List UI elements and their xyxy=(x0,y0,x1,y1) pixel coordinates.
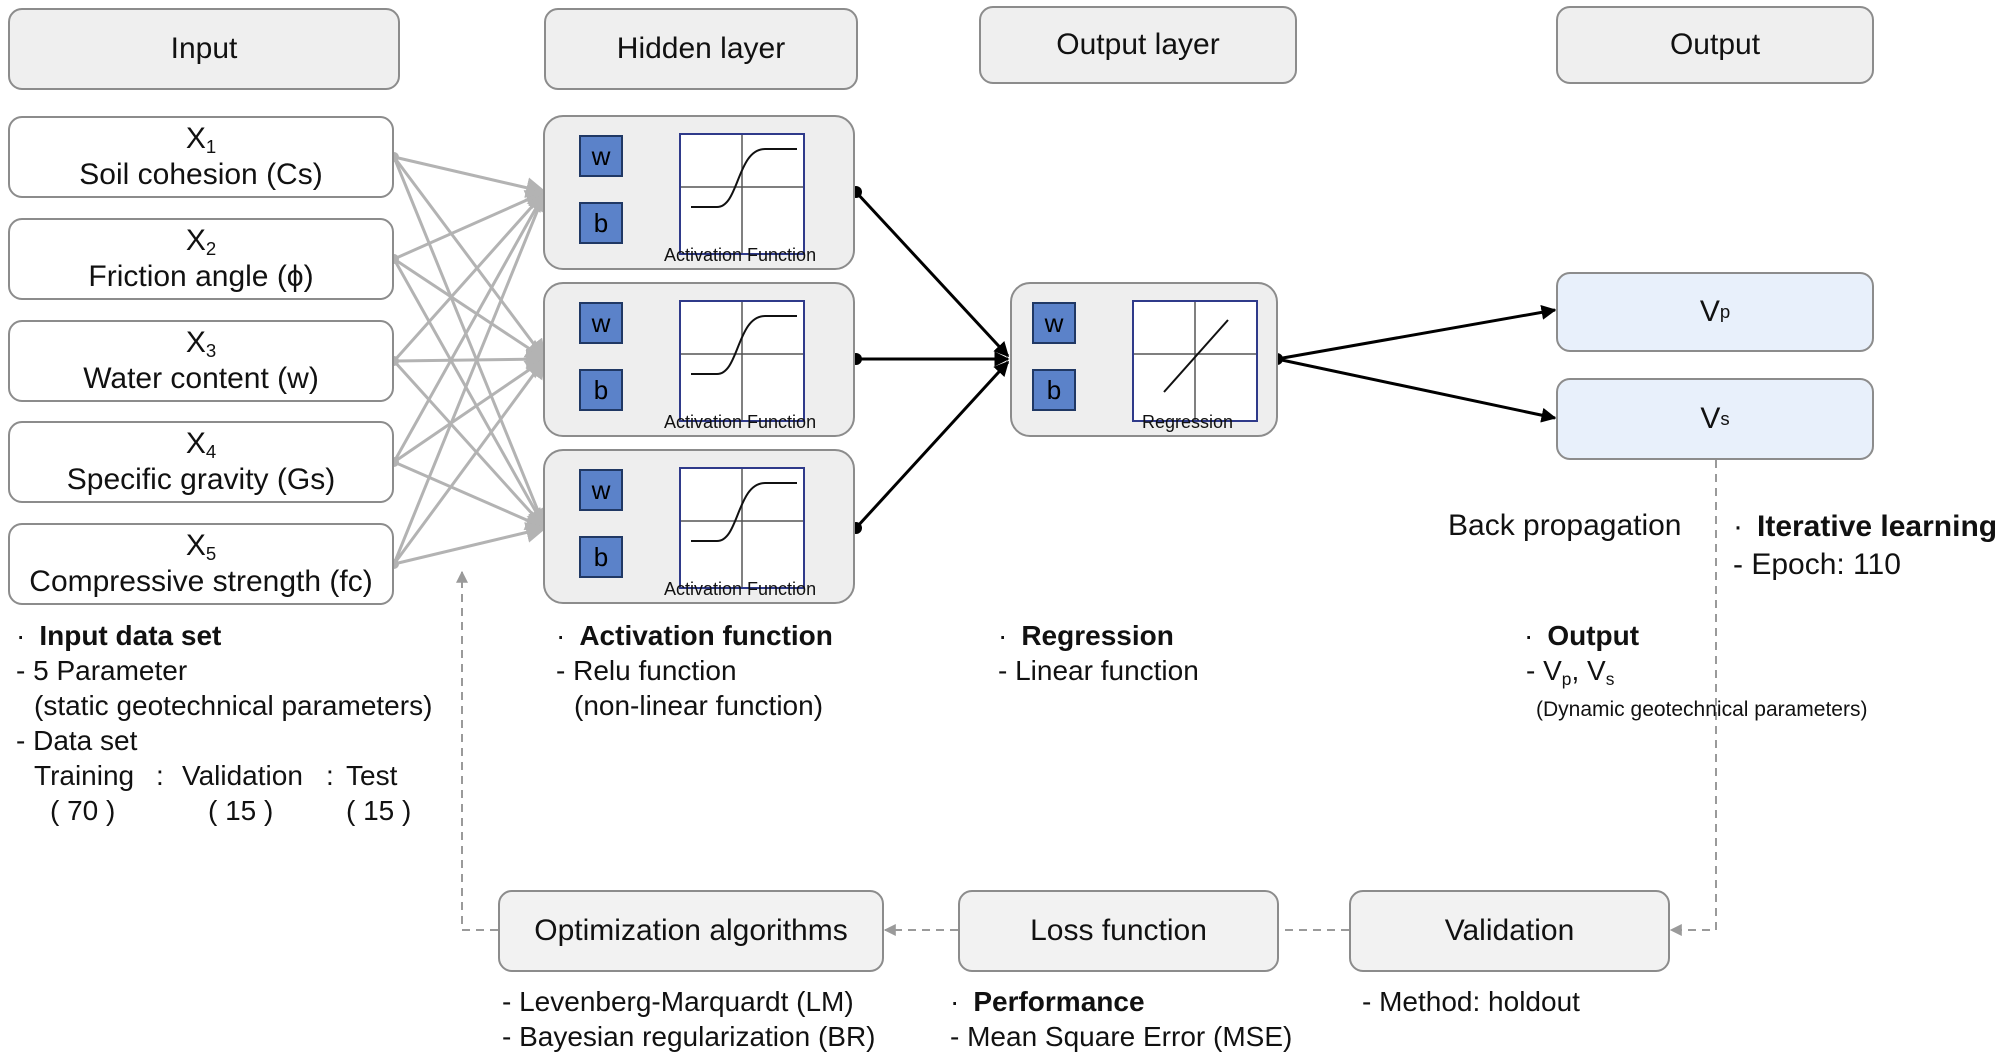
activation-caption: Activation Function xyxy=(664,245,817,265)
sigmoid-curve-icon xyxy=(681,469,803,587)
activation-caption: Activation Function xyxy=(664,579,817,599)
weight-box: w xyxy=(579,469,623,511)
input-connection xyxy=(392,190,547,362)
output-title: Output xyxy=(1547,620,1640,651)
validation-box: Validation xyxy=(1349,890,1670,972)
input-x4: X4 Specific gravity (Gs) xyxy=(8,421,394,503)
input-connection xyxy=(392,156,547,361)
regression-title: Regression xyxy=(1021,620,1174,651)
output-notes: ·Output - Vp, Vs (Dynamic geotechnical p… xyxy=(1524,620,1868,721)
hidden-neuron-3: w b Activation Function xyxy=(543,449,855,604)
performance-title: Performance xyxy=(973,986,1145,1017)
header-input: Input xyxy=(8,8,400,90)
input-connection xyxy=(392,156,548,530)
optimization-algorithms-box: Optimization algorithms xyxy=(498,890,884,972)
input-x3: X3 Water content (w) xyxy=(8,320,394,402)
weight-box: w xyxy=(579,302,623,344)
input-connection xyxy=(392,359,547,530)
regression-plot xyxy=(1132,300,1258,422)
split-validation: Validation xyxy=(182,760,303,791)
iterative-learning-notes: ·Iterative learning - Epoch: 110 xyxy=(1733,510,1998,581)
input-x2: X2 Friction angle (ϕ) xyxy=(8,218,394,300)
input-connection xyxy=(392,190,548,565)
header-output-layer: Output layer xyxy=(979,6,1297,84)
loss-function-box: Loss function xyxy=(958,890,1279,972)
input-connection xyxy=(392,357,547,565)
split-training: Training xyxy=(34,760,135,791)
validation-notes: - Method: holdout xyxy=(1362,986,1580,1017)
bias-box: b xyxy=(579,536,623,578)
input-connection xyxy=(393,348,548,370)
bias-box: b xyxy=(579,202,623,244)
hidden-neuron-2: w b Activation Function xyxy=(543,282,855,437)
input-data-set-notes: ·Input data set - 5 Parameter (static ge… xyxy=(16,620,433,756)
weight-box: w xyxy=(579,135,623,177)
split-separator-1: : xyxy=(156,760,164,791)
input-connection xyxy=(393,257,547,361)
activation-plot xyxy=(679,300,805,422)
split-test-value: ( 15 ) xyxy=(346,795,412,826)
activation-plot xyxy=(679,133,805,255)
hidden-neuron-1: w b Activation Function xyxy=(543,115,855,270)
input-x5: X5 Compressive strength (fc) xyxy=(8,523,394,605)
input-connection xyxy=(393,357,547,464)
optimization-notes: - Levenberg-Marquardt (LM) - Bayesian re… xyxy=(502,986,876,1052)
back-propagation-label: Back propagation xyxy=(1448,509,1682,542)
weight-box: w xyxy=(1032,302,1076,344)
input-x3-label: Water content (w) xyxy=(83,361,319,395)
input-x1: X1 Soil cohesion (Cs) xyxy=(8,116,394,198)
input-x2-label: Friction angle (ϕ) xyxy=(88,259,314,293)
split-training-value: ( 70 ) xyxy=(50,795,116,826)
input-data-set-title: Input data set xyxy=(39,620,222,651)
regression-caption: Regression xyxy=(1142,412,1234,432)
input-connection xyxy=(392,190,547,463)
header-hidden-layer: Hidden layer xyxy=(544,8,858,90)
activation-notes: ·Activation function - Relu function (no… xyxy=(556,620,833,721)
activation-plot xyxy=(679,467,805,589)
input-connection xyxy=(393,155,548,198)
bias-box: b xyxy=(1032,369,1076,411)
sigmoid-curve-icon xyxy=(681,135,803,253)
activation-title: Activation function xyxy=(579,620,833,651)
split-test: Test xyxy=(346,760,398,791)
sigmoid-curve-icon xyxy=(681,302,803,420)
input-x5-label: Compressive strength (fc) xyxy=(29,564,373,598)
header-output: Output xyxy=(1556,6,1874,84)
input-x1-label: Soil cohesion (Cs) xyxy=(79,157,323,191)
input-x4-label: Specific gravity (Gs) xyxy=(66,462,336,496)
activation-caption: Activation Function xyxy=(664,412,817,432)
regression-notes: ·Regression - Linear function xyxy=(998,620,1199,686)
input-connection xyxy=(393,460,547,531)
linear-line-icon xyxy=(1134,302,1256,420)
split-separator-2: : xyxy=(326,760,334,791)
output-neuron: w b Regression xyxy=(1010,282,1278,437)
performance-notes: ·Performance - Mean Square Error (MSE) xyxy=(950,986,1293,1052)
bias-box: b xyxy=(579,369,623,411)
iterative-learning-title: Iterative learning xyxy=(1757,510,1998,543)
split-validation-value: ( 15 ) xyxy=(208,795,274,826)
input-connection xyxy=(392,258,547,530)
input-connection xyxy=(393,522,548,566)
input-connection xyxy=(393,190,547,261)
